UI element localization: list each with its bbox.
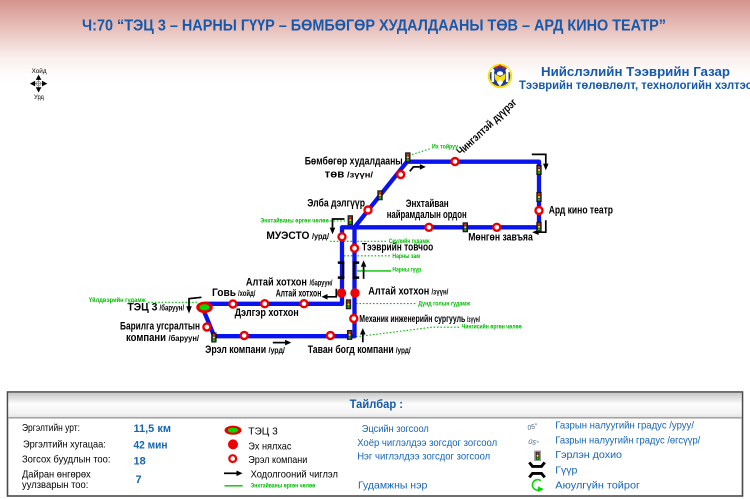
svg-text:Дунд голын гудамж: Дунд голын гудамж xyxy=(418,301,470,308)
svg-text:Аюулгүйн тойрог: Аюулгүйн тойрог xyxy=(555,479,640,491)
svg-text:Чингисийн өргөн чөлөө: Чингисийн өргөн чөлөө xyxy=(462,323,522,331)
svg-text:Газрын налуугийн градус /өгсүү: Газрын налуугийн градус /өгсүүр/ xyxy=(555,434,700,446)
svg-text:Алтай хотхон: Алтай хотхон xyxy=(368,286,429,298)
svg-text:/урд/: /урд/ xyxy=(269,346,286,355)
svg-text:Нарны зам: Нарны зам xyxy=(392,253,420,260)
svg-text:Зогсох буудлын тоо:: Зогсох буудлын тоо: xyxy=(22,454,111,466)
svg-text:Эх нялхас: Эх нялхас xyxy=(248,440,291,452)
svg-text:Ходолгооний чиглэл: Ходолгооний чиглэл xyxy=(251,468,338,480)
svg-text:Нарны гүүр: Нарны гүүр xyxy=(392,266,421,273)
svg-text:Эргэлтийн урт:: Эргэлтийн урт: xyxy=(22,422,80,434)
svg-text:Энхтайван: Энхтайван xyxy=(406,198,449,210)
svg-text:Тээврийн товчоо: Тээврийн товчоо xyxy=(362,242,434,254)
svg-text:Тайлбар :: Тайлбар : xyxy=(350,399,403,411)
svg-text:Эрэл компани: Эрэл компани xyxy=(205,344,266,356)
svg-text:Их тойруу: Их тойруу xyxy=(432,143,458,151)
svg-text:Хоёр чиглэлдээ зогсдог зогсоол: Хоёр чиглэлдээ зогсдог зогсоол xyxy=(357,437,497,449)
svg-text:Нийслэлийн Тээврийн Газар: Нийслэлийн Тээврийн Газар xyxy=(541,64,730,79)
svg-text:Эцсийн зогсоол: Эцсийн зогсоол xyxy=(362,423,429,435)
svg-text:ТЭЦ 3: ТЭЦ 3 xyxy=(127,301,157,313)
svg-text:Гэрлэн дохио: Гэрлэн дохио xyxy=(555,449,622,461)
svg-text:Бөмбөгөр худалдааны: Бөмбөгөр худалдааны xyxy=(305,156,403,168)
svg-text:МУЭСТО: МУЭСТО xyxy=(266,230,309,242)
svg-text:Урд: Урд xyxy=(34,94,44,101)
svg-text:Үйлдвэрийн гудамж: Үйлдвэрийн гудамж xyxy=(89,296,146,304)
svg-text:Барилга угсралтын: Барилга угсралтын xyxy=(120,320,200,332)
svg-text:найрамдалын ордон: найрамдалын ордон xyxy=(387,209,467,221)
svg-text:Сеулийн гудамж: Сеулийн гудамж xyxy=(389,237,430,245)
svg-text:11,5 км: 11,5 км xyxy=(134,423,172,435)
svg-text:Эргэлтийн хугацаа:: Эргэлтийн хугацаа: xyxy=(23,439,106,451)
svg-text:Хойд: Хойд xyxy=(32,67,47,75)
svg-text:/баруун/: /баруун/ xyxy=(169,334,200,343)
svg-text:Тээврийн төлөвлөлт, технологий: Тээврийн төлөвлөлт, технологийн хэлтэс xyxy=(519,78,750,92)
svg-text:Таван богд компани: Таван богд компани xyxy=(308,344,394,356)
svg-text:Мөнгөн завъяа: Мөнгөн завъяа xyxy=(468,231,533,243)
svg-text:Дайран өнгөрөх: Дайран өнгөрөх xyxy=(22,469,91,481)
svg-text:төв: төв xyxy=(325,168,345,180)
svg-text:/хойд/: /хойд/ xyxy=(238,289,256,298)
svg-text:/баруун/: /баруун/ xyxy=(160,303,185,312)
svg-text:Элба дэлгүүр: Элба дэлгүүр xyxy=(307,198,365,210)
svg-text:Алтай хотхон: Алтай хотхон xyxy=(276,289,322,300)
svg-text:Чингэлтэй дүүрэг: Чингэлтэй дүүрэг xyxy=(455,96,520,158)
svg-text:/баруун/: /баруун/ xyxy=(310,279,334,288)
svg-text:Энхтайваны өргөн чөлөө: Энхтайваны өргөн чөлөө xyxy=(251,482,316,490)
svg-text:Ч:70 “ТЭЦ 3 – НАРНЫ ГҮҮР – БӨМ: Ч:70 “ТЭЦ 3 – НАРНЫ ГҮҮР – БӨМБӨГӨР ХУДА… xyxy=(82,17,666,34)
svg-text:Алтай хотхон: Алтай хотхон xyxy=(246,277,307,289)
svg-text:Говь: Говь xyxy=(212,287,236,299)
svg-text:/урд/: /урд/ xyxy=(396,346,412,355)
svg-text:/зүүн/: /зүүн/ xyxy=(432,288,449,297)
svg-text:05°: 05° xyxy=(527,422,539,432)
svg-text:7: 7 xyxy=(136,474,142,486)
svg-text:Нэг чиглэлдээ зогсдог зогсоол: Нэг чиглэлдээ зогсдог зогсоол xyxy=(357,451,490,463)
svg-text:/урд/: /урд/ xyxy=(312,232,330,241)
svg-text:компани: компани xyxy=(126,332,166,344)
svg-text:18: 18 xyxy=(134,455,146,467)
svg-text:Энхтайваны өргөн чөлөө: Энхтайваны өргөн чөлөө xyxy=(260,217,328,225)
svg-text:/зүүн/: /зүүн/ xyxy=(467,315,480,324)
svg-text:Гүүр: Гүүр xyxy=(555,464,577,476)
svg-text:42 мин: 42 мин xyxy=(134,440,168,452)
svg-text:05°: 05° xyxy=(528,438,540,448)
svg-text:/зүүн/: /зүүн/ xyxy=(347,170,374,179)
svg-text:Гудамжны нэр: Гудамжны нэр xyxy=(358,479,427,491)
svg-text:Дэлгэр хотхон: Дэлгэр хотхон xyxy=(235,307,299,319)
svg-text:ТЭЦ 3: ТЭЦ 3 xyxy=(248,425,278,437)
svg-text:Эрэл компани: Эрэл компани xyxy=(248,454,307,466)
svg-text:уулзварын тоо:: уулзварын тоо: xyxy=(22,479,88,491)
svg-text:Ард кино театр: Ард кино театр xyxy=(549,204,614,216)
svg-text:Механик инженерийн сургууль: Механик инженерийн сургууль xyxy=(359,314,465,325)
svg-text:Газрын налуугийн градус /уруу/: Газрын налуугийн градус /уруу/ xyxy=(555,420,694,432)
